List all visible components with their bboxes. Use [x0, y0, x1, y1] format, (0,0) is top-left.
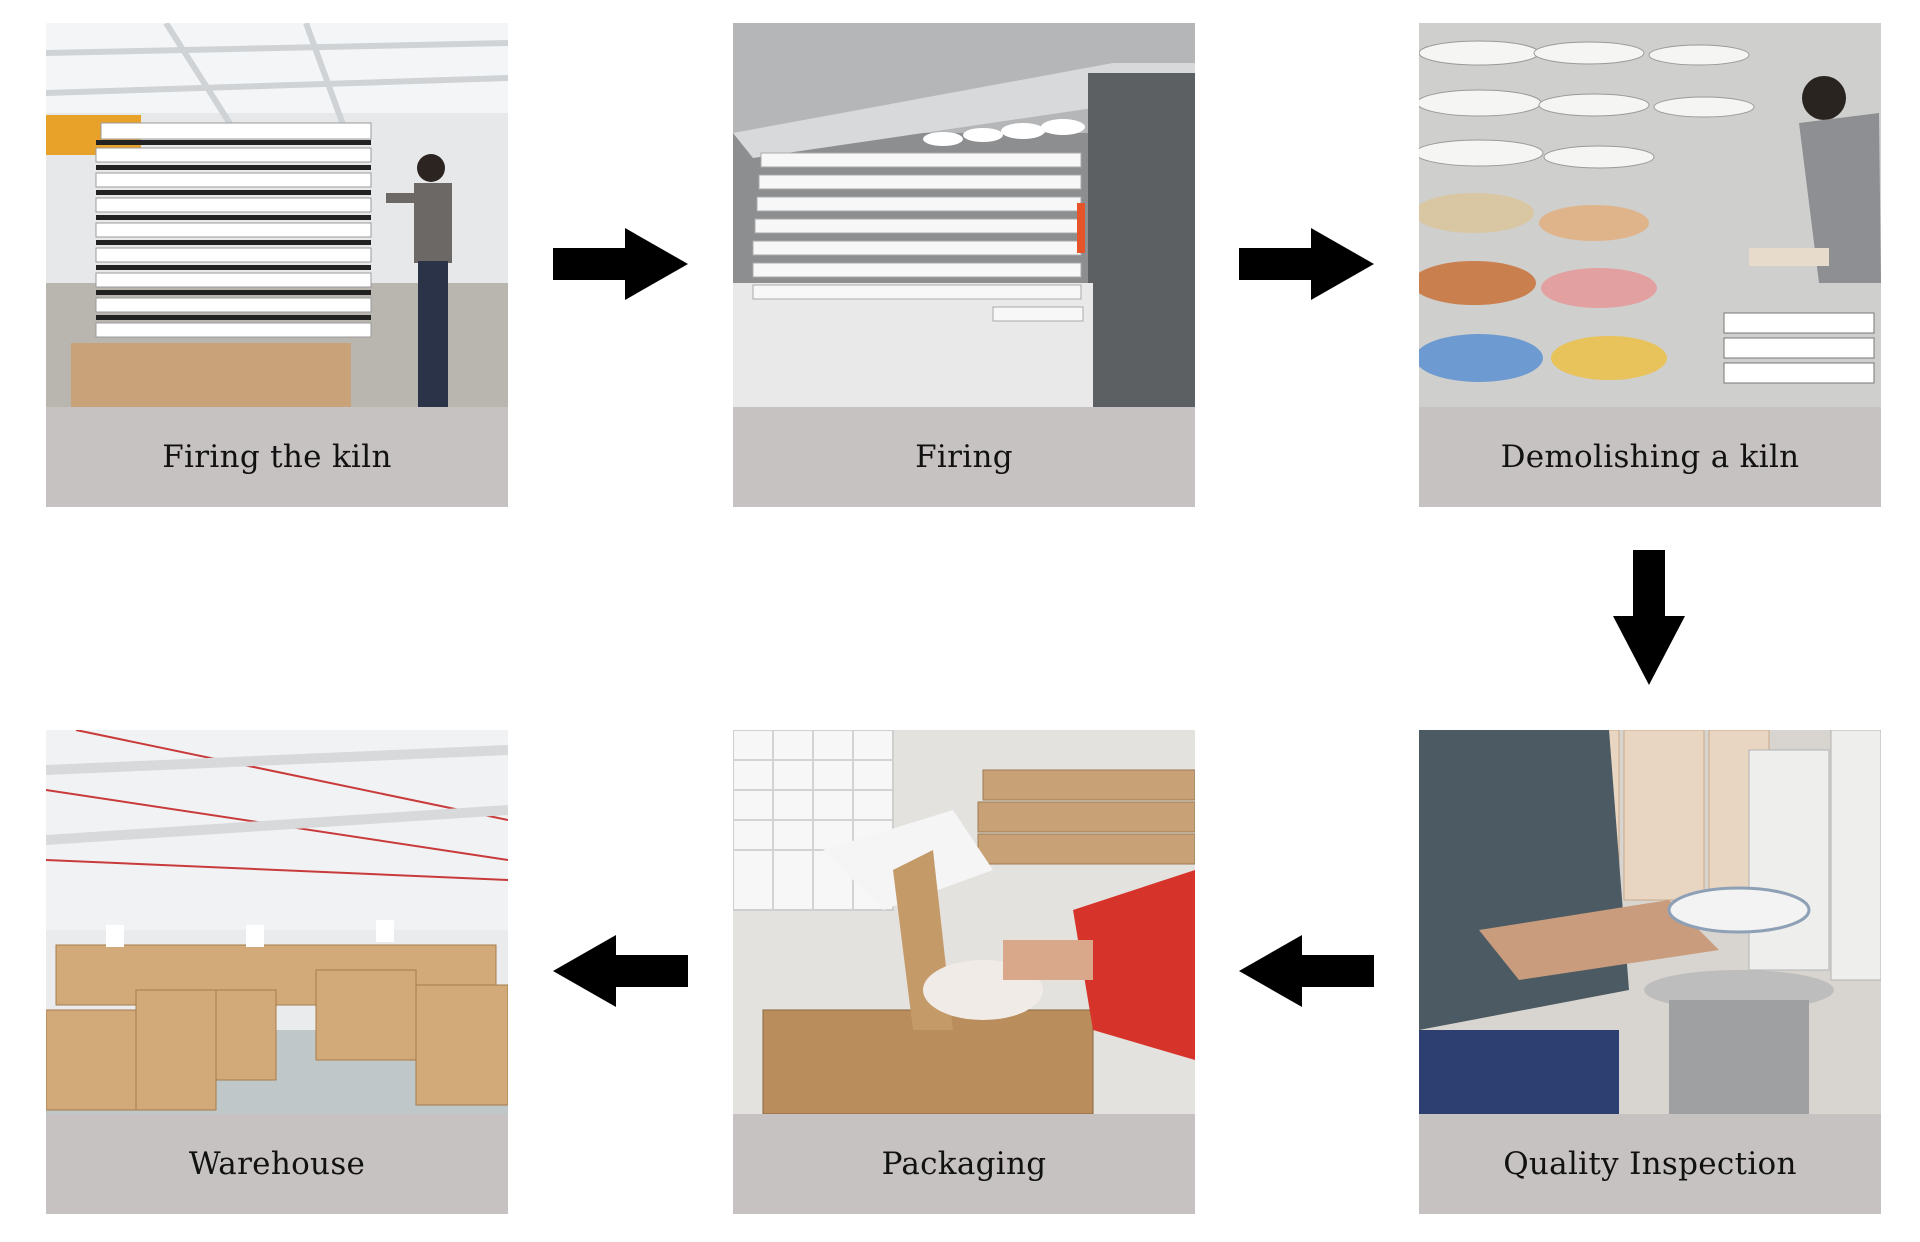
- flow-arrow-down-icon: [1613, 550, 1685, 685]
- step-label: Quality Inspection: [1419, 1114, 1881, 1214]
- step-label: Firing the kiln: [46, 407, 508, 507]
- flow-arrow-left-icon: [553, 935, 688, 1007]
- flow-arrow-right-icon: [1239, 228, 1374, 300]
- photo-worker-loading-kiln-cart: [46, 23, 508, 407]
- photo-inspecting-bowl: [1419, 730, 1881, 1114]
- step-card-demolishing-a-kiln: Demolishing a kiln: [1419, 23, 1881, 507]
- photo-unloading-fired-bowls: [1419, 23, 1881, 407]
- step-card-warehouse: Warehouse: [46, 730, 508, 1214]
- flow-arrow-right-icon: [553, 228, 688, 300]
- step-label: Firing: [733, 407, 1195, 507]
- step-label: Packaging: [733, 1114, 1195, 1214]
- step-card-firing-the-kiln: Firing the kiln: [46, 23, 508, 507]
- step-card-quality-inspection: Quality Inspection: [1419, 730, 1881, 1214]
- photo-kiln-with-stacked-bowls: [733, 23, 1195, 407]
- step-card-firing: Firing: [733, 23, 1195, 507]
- photo-warehouse-boxes: [46, 730, 508, 1114]
- step-card-packaging: Packaging: [733, 730, 1195, 1214]
- step-label: Warehouse: [46, 1114, 508, 1214]
- step-label: Demolishing a kiln: [1419, 407, 1881, 507]
- flow-arrow-left-icon: [1239, 935, 1374, 1007]
- photo-packing-boxes: [733, 730, 1195, 1114]
